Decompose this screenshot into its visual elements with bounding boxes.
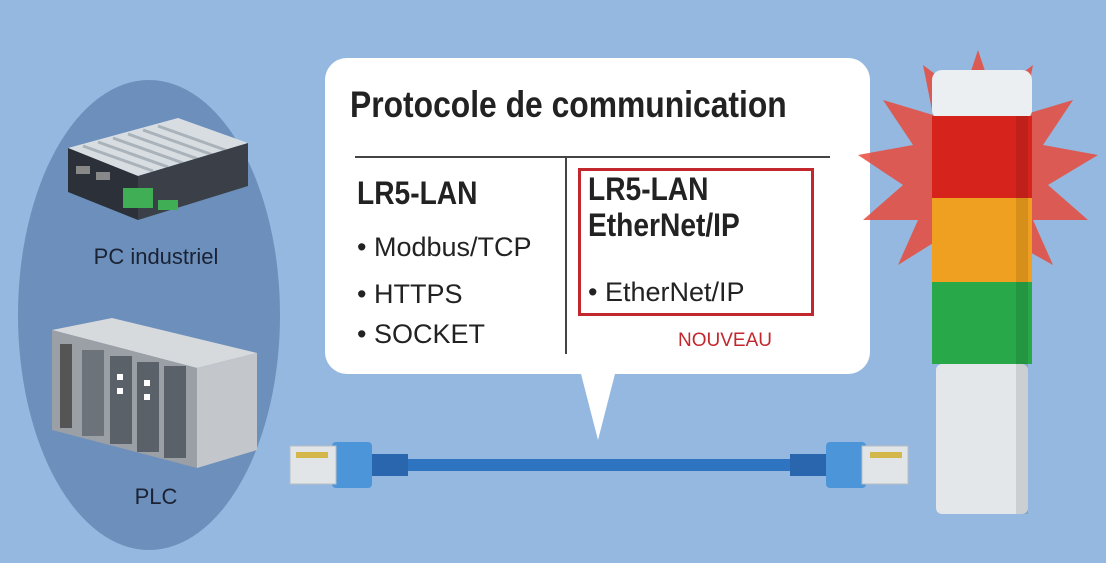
pc-label: PC industriel (93, 244, 219, 269)
plc-label: PLC (134, 484, 178, 509)
callout-pointer (580, 370, 616, 440)
protocol-item: • EtherNet/IP (588, 277, 745, 307)
protocol-callout (325, 58, 870, 374)
plc-illustration (52, 318, 257, 468)
signal-tower-light (858, 50, 1098, 514)
protocol-item: • SOCKET (357, 319, 485, 349)
lr5-lan-heading: LR5-LAN (357, 175, 478, 211)
new-badge: NOUVEAU (678, 330, 772, 351)
ethernet-cable (289, 442, 909, 488)
title-divider (355, 156, 830, 158)
protocol-item: • HTTPS (357, 279, 463, 309)
column-divider (565, 158, 567, 354)
industrial-pc-illustration (68, 118, 248, 220)
lr5-lan-ethernetip-heading-line1: LR5-LAN (588, 171, 709, 207)
lr5-lan-ethernetip-heading-line2: EtherNet/IP (588, 207, 740, 243)
new-model-highlight (578, 168, 814, 316)
protocol-item: • Modbus/TCP (357, 232, 532, 262)
callout-title: Protocole de communication (350, 84, 787, 125)
